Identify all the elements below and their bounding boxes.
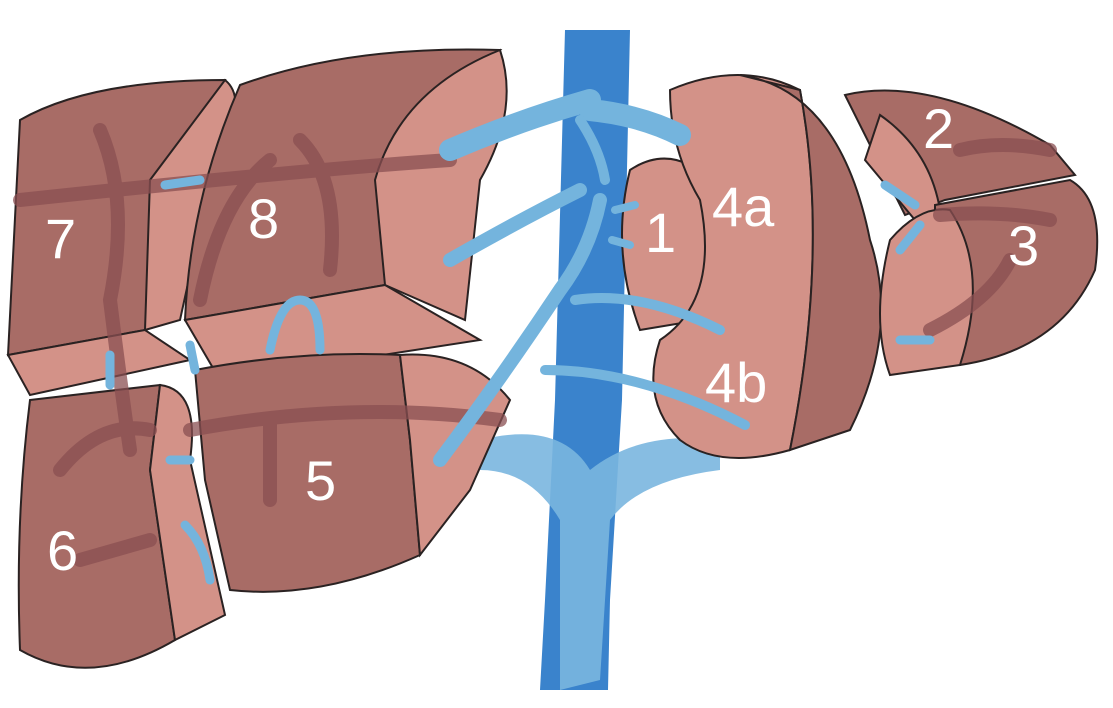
segment-label-6: 6 xyxy=(47,519,78,582)
segment-label-4a: 4a xyxy=(712,175,775,238)
portal-vein-branches xyxy=(13,123,1057,567)
segment-label-3: 3 xyxy=(1008,214,1039,277)
segment-6-face xyxy=(17,383,177,669)
segment-label-7: 7 xyxy=(45,207,76,270)
segment-8-bottom xyxy=(183,283,483,382)
segment-4-side xyxy=(739,74,883,452)
segment-label-1: 1 xyxy=(645,201,676,264)
segment-label-2: 2 xyxy=(923,97,954,160)
hepatic-veins xyxy=(105,89,935,585)
segment-label-8: 8 xyxy=(248,187,279,250)
segment-label-4b: 4b xyxy=(705,351,767,414)
segment-3-face xyxy=(934,178,1099,367)
segment-8-side xyxy=(373,48,508,322)
portal-trunk xyxy=(480,434,720,690)
segment-label-5: 5 xyxy=(305,449,336,512)
segment-3-side xyxy=(879,208,974,377)
